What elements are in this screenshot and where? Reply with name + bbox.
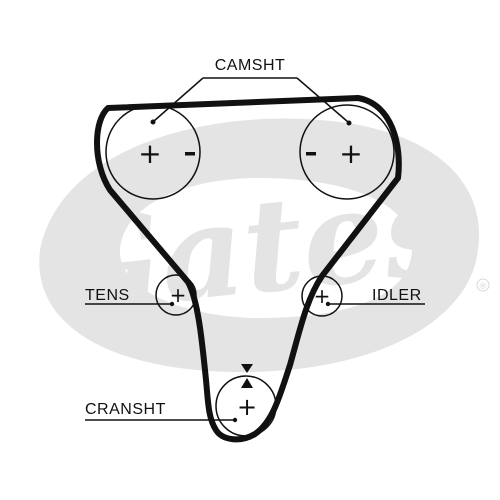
idler-callout: IDLER (325, 287, 425, 307)
camshaft-pulley-left-circle (105, 104, 201, 200)
crankshaft-plus-sign: + (237, 393, 257, 421)
registered-mark-ring (476, 278, 490, 292)
tensioner-pulley: + (155, 274, 197, 316)
idler-plus-sign: + (314, 284, 331, 308)
idler-label: IDLER (372, 287, 422, 304)
crankshaft-pulley: + (215, 364, 277, 437)
camshaft-label: CAMSHT (215, 57, 286, 74)
camshaft-left-leader-line (153, 77, 204, 122)
crankshaft-label: CRANSHT (85, 401, 166, 418)
camshaft-right-leader-line (296, 77, 349, 123)
idler-pulley: + (301, 275, 343, 317)
tensioner-label: TENS (85, 287, 130, 304)
camshaft-left-minus-mark (185, 152, 195, 156)
crankshaft-callout: CRANSHT (85, 401, 238, 423)
camshaft-callout: CAMSHT (153, 57, 349, 123)
crankshaft-leader-dot (232, 417, 238, 423)
tensioner-leader-dot (169, 301, 175, 307)
camshaft-right-minus-mark (306, 152, 316, 156)
tensioner-plus-sign: + (170, 283, 187, 307)
idler-pulley-circle (301, 275, 343, 317)
crankshaft-timing-triangle-down (241, 364, 253, 373)
camshaft-pulley-right-circle (299, 104, 395, 200)
crankshaft-timing-triangle-up (241, 378, 253, 388)
idler-leader-dot (325, 301, 331, 307)
camshaft-pulley-left: + (105, 104, 201, 200)
registered-mark: ® (479, 282, 488, 292)
tensioner-callout: TENS (85, 287, 175, 307)
gates-swoosh (39, 118, 480, 373)
gates-watermark-logo: Gates ® (39, 118, 490, 373)
tensioner-pulley-circle (155, 274, 197, 316)
camshaft-left-plus-sign: + (138, 137, 161, 170)
timing-belt (94, 95, 402, 443)
camshaft-right-plus-sign: + (339, 137, 362, 170)
crankshaft-pulley-circle (215, 375, 277, 437)
